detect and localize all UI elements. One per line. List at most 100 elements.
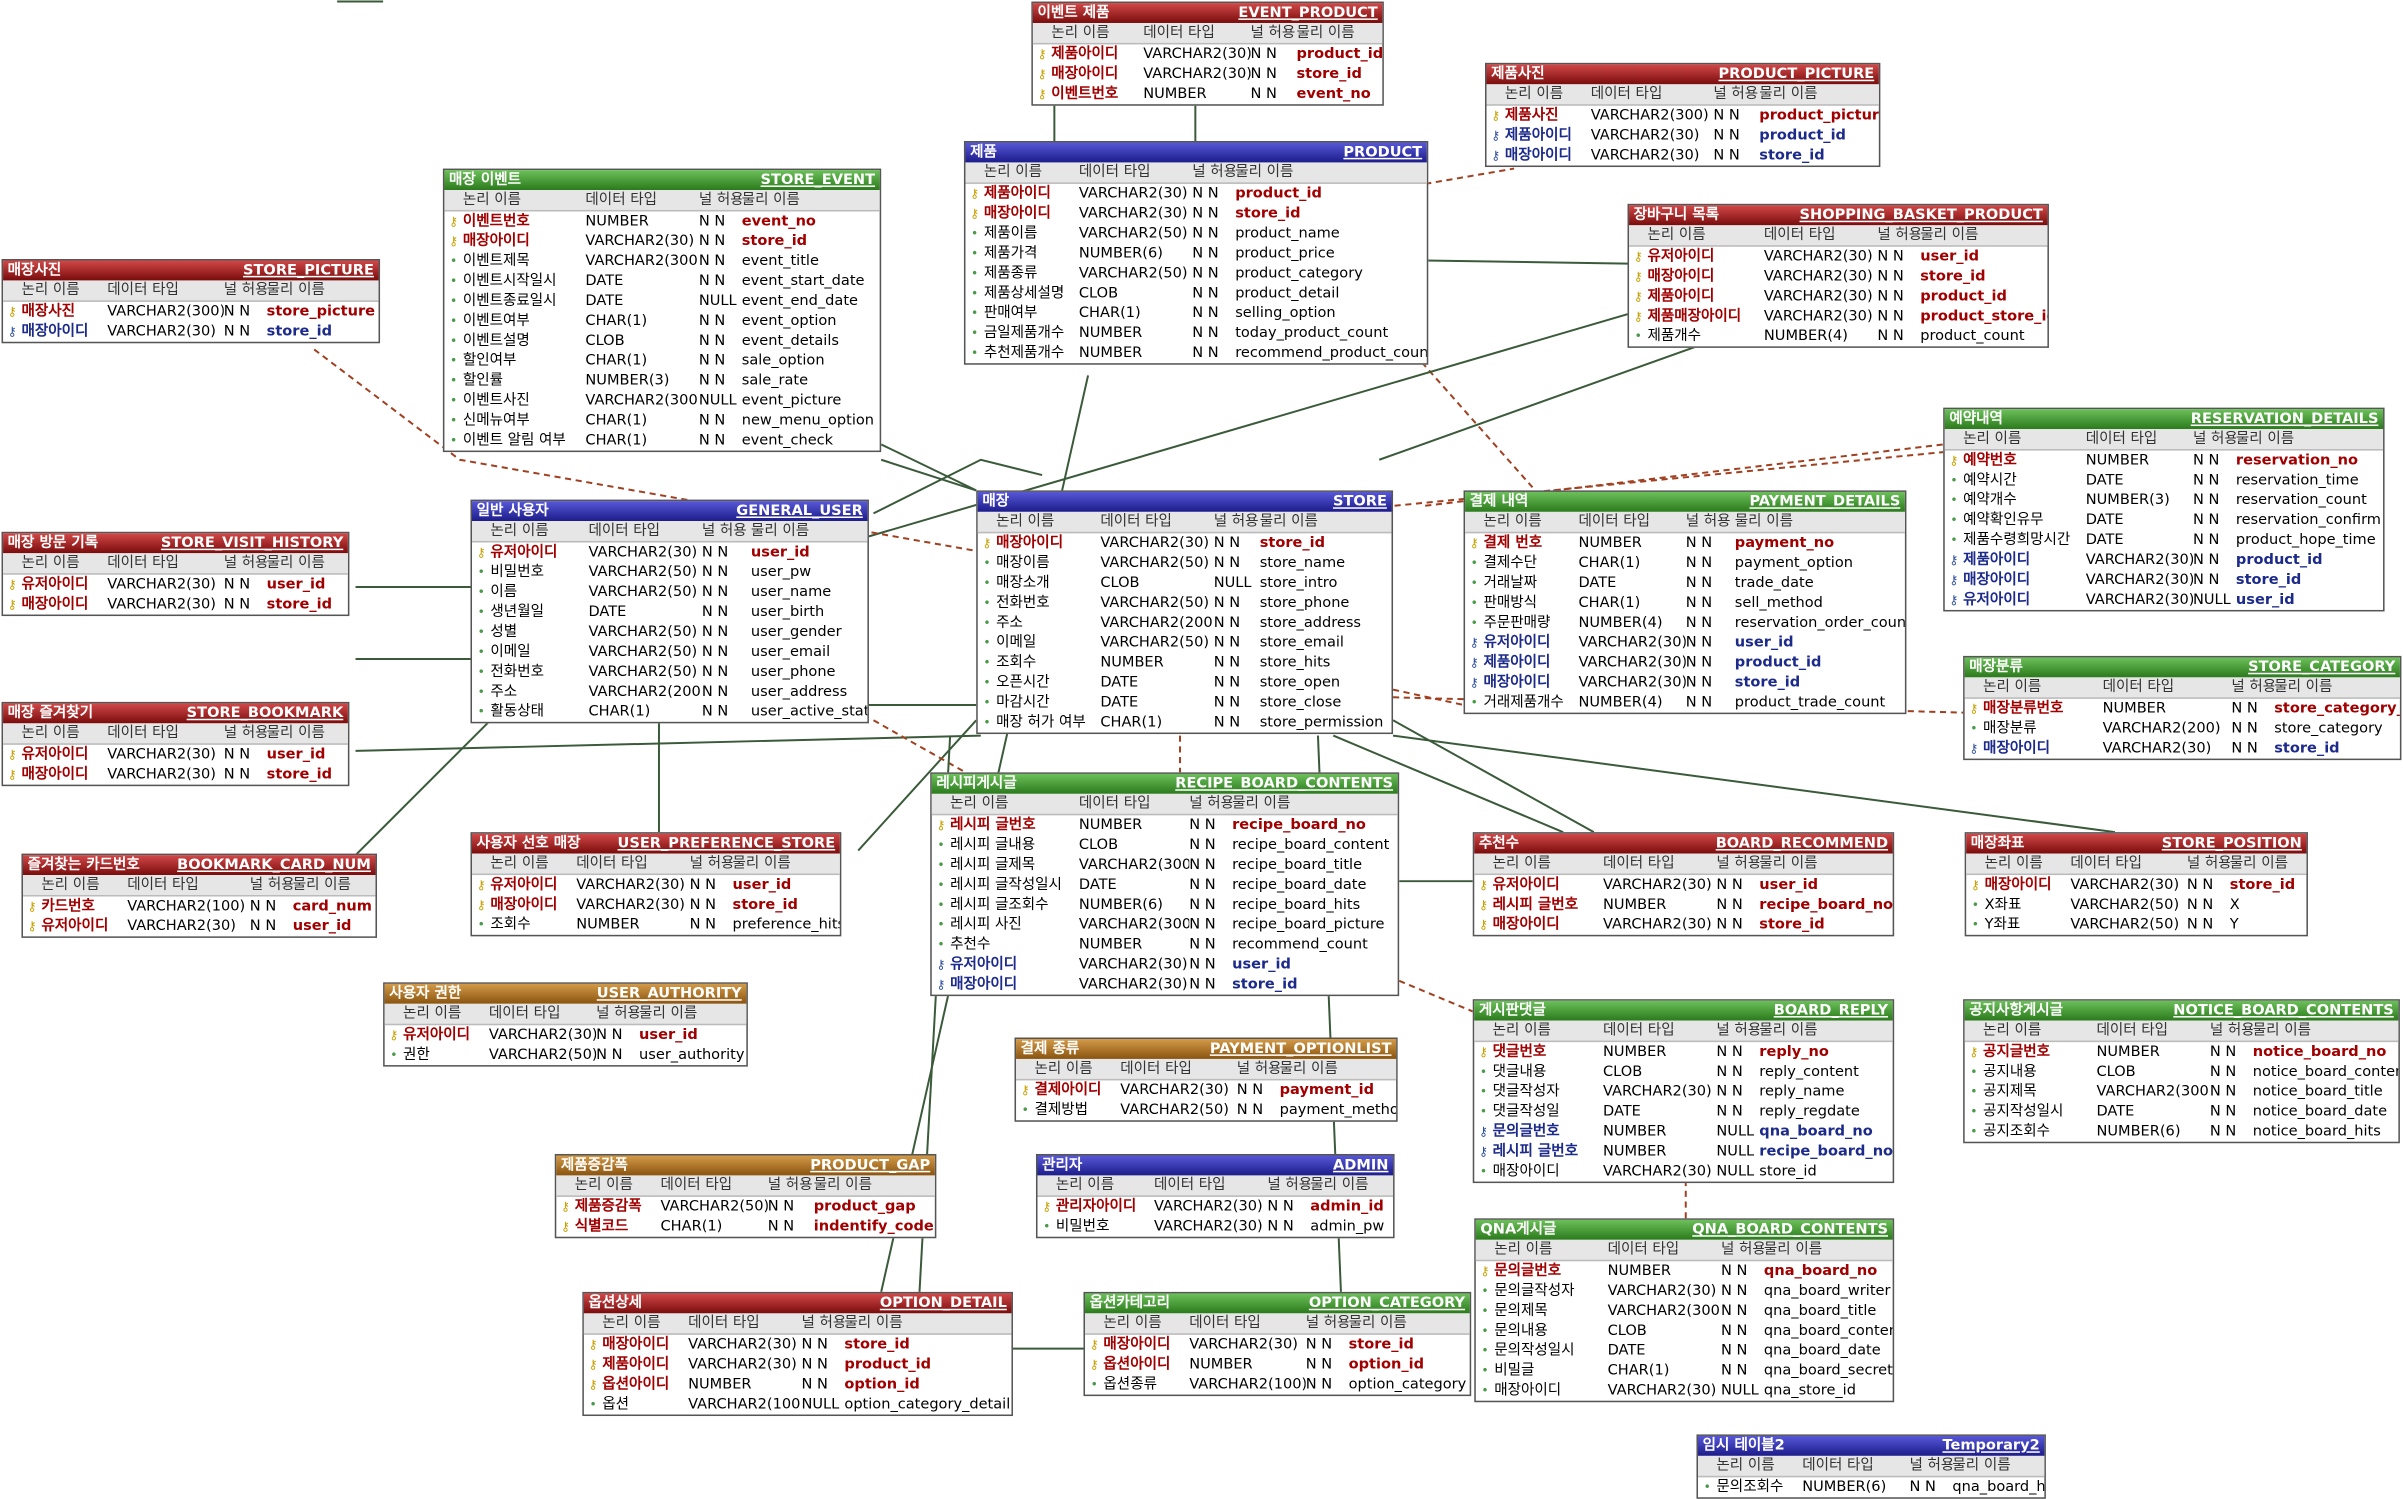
attribute-row[interactable]: ⚷유저아이디VARCHAR2(30)NULLuser_id [1945,590,2383,610]
entity-header[interactable]: 레시피게시글RECIPE_BOARD_CONTENTS [931,773,1398,794]
attribute-row[interactable]: •마감시간DATEN Nstore_close [978,693,1392,713]
attribute-row[interactable]: ⚷제품아이디VARCHAR2(30)N Nproduct_id [1465,653,1905,673]
attribute-row[interactable]: •공지작성일시DATEN Nnotice_board_date [1965,1102,2399,1122]
entity-header[interactable]: QNA게시글QNA_BOARD_CONTENTS [1475,1219,1893,1240]
entity-board_reply[interactable]: 게시판댓글BOARD_REPLY논리 이름데이터 타입널 허용물리 이름⚷댓글번… [1472,999,1895,1184]
attribute-row[interactable]: •이벤트제목VARCHAR2(300)N Nevent_title [444,251,879,271]
entity-user_pref[interactable]: 사용자 선호 매장USER_PREFERENCE_STORE논리 이름데이터 타… [470,832,842,937]
attribute-row[interactable]: ⚷매장아이디VARCHAR2(30)N Nstore_id [3,595,348,615]
attribute-row[interactable]: •권한VARCHAR2(50)N Nuser_authority [385,1045,747,1065]
attribute-row[interactable]: •제품수령희망시간DATEN Nproduct_hope_time [1945,530,2383,550]
attribute-row[interactable]: ⚷제품아이디VARCHAR2(30)N Nproduct_id [1945,550,2383,570]
attribute-row[interactable]: •문의내용CLOBN Nqna_board_content [1476,1321,1892,1341]
entity-product_gap[interactable]: 제품증감폭PRODUCT_GAP논리 이름데이터 타입널 허용물리 이름⚷제품증… [554,1153,937,1239]
attribute-row[interactable]: •제품이름VARCHAR2(50)N Nproduct_name [965,224,1426,244]
entity-qna_board[interactable]: QNA게시글QNA_BOARD_CONTENTS논리 이름데이터 타입널 허용물… [1474,1218,1895,1403]
attribute-row[interactable]: ⚷제품아이디VARCHAR2(30)N Nproduct_id [584,1355,1012,1375]
attribute-row[interactable]: ⚷매장아이디VARCHAR2(30)N Nstore_id [3,765,348,785]
attribute-row[interactable]: •전화번호VARCHAR2(50)N Nuser_phone [472,662,867,682]
attribute-row[interactable]: •이벤트설명CLOBN Nevent_details [444,331,879,351]
attribute-row[interactable]: •거래제품개수NUMBER(4)N Nproduct_trade_count [1465,693,1905,713]
attribute-row[interactable]: ⚷매장아이디VARCHAR2(30)N Nstore_id [472,895,840,915]
entity-board_recommend[interactable]: 추천수BOARD_RECOMMEND논리 이름데이터 타입널 허용물리 이름⚷유… [1472,832,1895,937]
attribute-row[interactable]: •X좌표VARCHAR2(50)N NX [1966,895,2306,915]
entity-store_bookmark[interactable]: 매장 즐겨찾기STORE_BOOKMARK논리 이름데이터 타입널 허용물리 이… [1,701,350,787]
entity-header[interactable]: 옵션카테고리OPTION_CATEGORY [1085,1293,1470,1314]
entity-bookmark_card[interactable]: 즐겨찾는 카드번호BOOKMARK_CARD_NUM논리 이름데이터 타입널 허… [21,853,377,938]
attribute-row[interactable]: ⚷제품매장아이디VARCHAR2(30)N Nproduct_store_id [1629,307,2048,327]
entity-header[interactable]: 매장분류STORE_CATEGORY [1964,657,2400,678]
attribute-row[interactable]: •옵션종류VARCHAR2(100)N Noption_category [1085,1375,1470,1395]
attribute-row[interactable]: ⚷매장사진VARCHAR2(300)N Nstore_picture [3,302,378,322]
attribute-row[interactable]: ⚷관리자아이디VARCHAR2(30)N Nadmin_id [1038,1197,1394,1217]
entity-header[interactable]: 결제 내역PAYMENT_DETAILS [1465,491,1905,512]
entity-header[interactable]: 즐겨찾는 카드번호BOOKMARK_CARD_NUM [22,855,376,876]
attribute-row[interactable]: ⚷유저아이디VARCHAR2(30)N Nuser_id [932,955,1398,975]
attribute-row[interactable]: ⚷식별코드CHAR(1)N Nindentify_code [556,1217,935,1237]
attribute-row[interactable]: •이벤트시작일시DATEN Nevent_start_date [444,271,879,291]
entity-header[interactable]: 매장 이벤트STORE_EVENT [444,170,880,191]
attribute-row[interactable]: •이벤트여부CHAR(1)N Nevent_option [444,311,879,331]
attribute-row[interactable]: ⚷매장아이디VARCHAR2(30)N Nstore_id [584,1335,1012,1355]
attribute-row[interactable]: •이메일VARCHAR2(50)N Nuser_email [472,642,867,662]
attribute-row[interactable]: ⚷제품아이디VARCHAR2(30)N Nproduct_id [1033,44,1383,64]
attribute-row[interactable]: •댓글작성자VARCHAR2(30)N Nreply_name [1474,1082,1892,1102]
attribute-row[interactable]: •활동상태CHAR(1)N Nuser_active_state [472,702,868,722]
attribute-row[interactable]: ⚷문의글번호NUMBERNULLqna_board_no [1474,1122,1892,1142]
attribute-row[interactable]: •옵션VARCHAR2(100)NULLoption_category_deta… [584,1395,1012,1415]
attribute-row[interactable]: ⚷레시피 글번호NUMBERN Nrecipe_board_no [932,815,1398,835]
entity-product_picture[interactable]: 제품사진PRODUCT_PICTURE논리 이름데이터 타입널 허용물리 이름⚷… [1484,62,1881,168]
attribute-row[interactable]: •추천수NUMBERN Nrecommend_count [932,935,1398,955]
attribute-row[interactable]: ⚷유저아이디VARCHAR2(30)N Nuser_id [23,916,375,936]
entity-header[interactable]: 옵션상세OPTION_DETAIL [583,1293,1012,1314]
attribute-row[interactable]: ⚷유저아이디VARCHAR2(30)N Nuser_id [1474,875,1892,895]
attribute-row[interactable]: •제품개수NUMBER(4)N Nproduct_count [1629,326,2047,346]
attribute-row[interactable]: •매장아이디VARCHAR2(30)NULLstore_id [1474,1162,1892,1182]
attribute-row[interactable]: ⚷공지글번호NUMBERN Nnotice_board_no [1965,1042,2399,1062]
entity-notice_board[interactable]: 공지사항게시글NOTICE_BOARD_CONTENTS논리 이름데이터 타입널… [1963,999,2400,1144]
attribute-row[interactable]: •금일제품개수NUMBERN Ntoday_product_count [965,323,1426,343]
attribute-row[interactable]: •조회수NUMBERN Npreference_hits [472,915,840,935]
entity-admin[interactable]: 관리자ADMIN논리 이름데이터 타입널 허용물리 이름⚷관리자아이디VARCH… [1035,1153,1395,1239]
attribute-row[interactable]: •매장 허가 여부CHAR(1)N Nstore_permission [978,713,1392,733]
entity-store_visit[interactable]: 매장 방문 기록STORE_VISIT_HISTORY논리 이름데이터 타입널 … [1,531,350,617]
attribute-row[interactable]: •레시피 글작성일시DATEN Nrecipe_board_date [932,875,1398,895]
attribute-row[interactable]: •비밀글CHAR(1)N Nqna_board_secret [1476,1361,1892,1381]
attribute-row[interactable]: •비밀번호VARCHAR2(30)N Nadmin_pw [1038,1217,1394,1237]
attribute-row[interactable]: ⚷댓글번호NUMBERN Nreply_no [1474,1042,1892,1062]
entity-header[interactable]: 제품증감폭PRODUCT_GAP [556,1155,935,1176]
attribute-row[interactable]: ⚷제품사진VARCHAR2(300)N Nproduct_picture [1487,106,1879,126]
attribute-row[interactable]: ⚷매장아이디VARCHAR2(30)N Nstore_id [1465,673,1905,693]
attribute-row[interactable]: •거래날짜DATEN Ntrade_date [1465,573,1905,593]
attribute-row[interactable]: ⚷옵션아이디NUMBERN Noption_id [1085,1355,1470,1375]
attribute-row[interactable]: ⚷레시피 글번호NUMBERN Nrecipe_board_no [1474,895,1893,915]
attribute-row[interactable]: ⚷매장아이디VARCHAR2(30)N Nstore_id [1945,570,2383,590]
attribute-row[interactable]: •제품상세설명CLOBN Nproduct_detail [965,284,1426,304]
entity-header[interactable]: 장바구니 목록SHOPPING_BASKET_PRODUCT [1629,205,2048,226]
attribute-row[interactable]: ⚷유저아이디VARCHAR2(30)N Nuser_id [1629,247,2047,267]
entity-store_category[interactable]: 매장분류STORE_CATEGORY논리 이름데이터 타입널 허용물리 이름⚷매… [1963,655,2402,761]
attribute-row[interactable]: ⚷문의글번호NUMBERN Nqna_board_no [1476,1261,1893,1281]
attribute-row[interactable]: •공지내용CLOBN Nnotice_board_content [1965,1062,2398,1082]
attribute-row[interactable]: •조회수NUMBERN Nstore_hits [978,653,1392,673]
attribute-row[interactable]: •예약개수NUMBER(3)N Nreservation_count [1945,490,2383,510]
attribute-row[interactable]: •신메뉴여부CHAR(1)N Nnew_menu_option [444,411,879,431]
entity-header[interactable]: 매장STORE [977,491,1392,512]
entity-header[interactable]: 임시 테이블2Temporary2 [1698,1435,2045,1456]
attribute-row[interactable]: •매장소개CLOBNULLstore_intro [978,573,1392,593]
attribute-row[interactable]: •판매방식CHAR(1)N Nsell_method [1465,593,1905,613]
attribute-row[interactable]: •문의조회수NUMBER(6)N Nqna_board_hits [1698,1477,2045,1497]
entity-header[interactable]: 추천수BOARD_RECOMMEND [1474,833,1893,854]
attribute-row[interactable]: ⚷매장아이디VARCHAR2(30)N Nstore_id [1033,64,1382,84]
attribute-row[interactable]: •주소VARCHAR2(200)N Nuser_address [472,682,867,702]
attribute-row[interactable]: ⚷매장아이디VARCHAR2(30)N Nstore_id [1629,267,2047,287]
attribute-row[interactable]: ⚷이벤트번호NUMBERN Nevent_no [1033,84,1382,104]
attribute-row[interactable]: ⚷유저아이디VARCHAR2(30)N Nuser_id [472,875,840,895]
entity-header[interactable]: 제품PRODUCT [965,142,1427,163]
attribute-row[interactable]: •추천제품개수NUMBERN Nrecommend_product_count [965,343,1427,363]
attribute-row[interactable]: ⚷매장아이디VARCHAR2(30)N Nstore_id [932,975,1398,995]
entity-store[interactable]: 매장STORE논리 이름데이터 타입널 허용물리 이름⚷매장아이디VARCHAR… [976,490,1394,735]
attribute-row[interactable]: •레시피 사진VARCHAR2(300)N Nrecipe_board_pict… [932,915,1398,935]
entity-option_category[interactable]: 옵션카테고리OPTION_CATEGORY논리 이름데이터 타입널 허용물리 이… [1083,1291,1472,1397]
entity-header[interactable]: 매장좌표STORE_POSITION [1966,833,2307,854]
